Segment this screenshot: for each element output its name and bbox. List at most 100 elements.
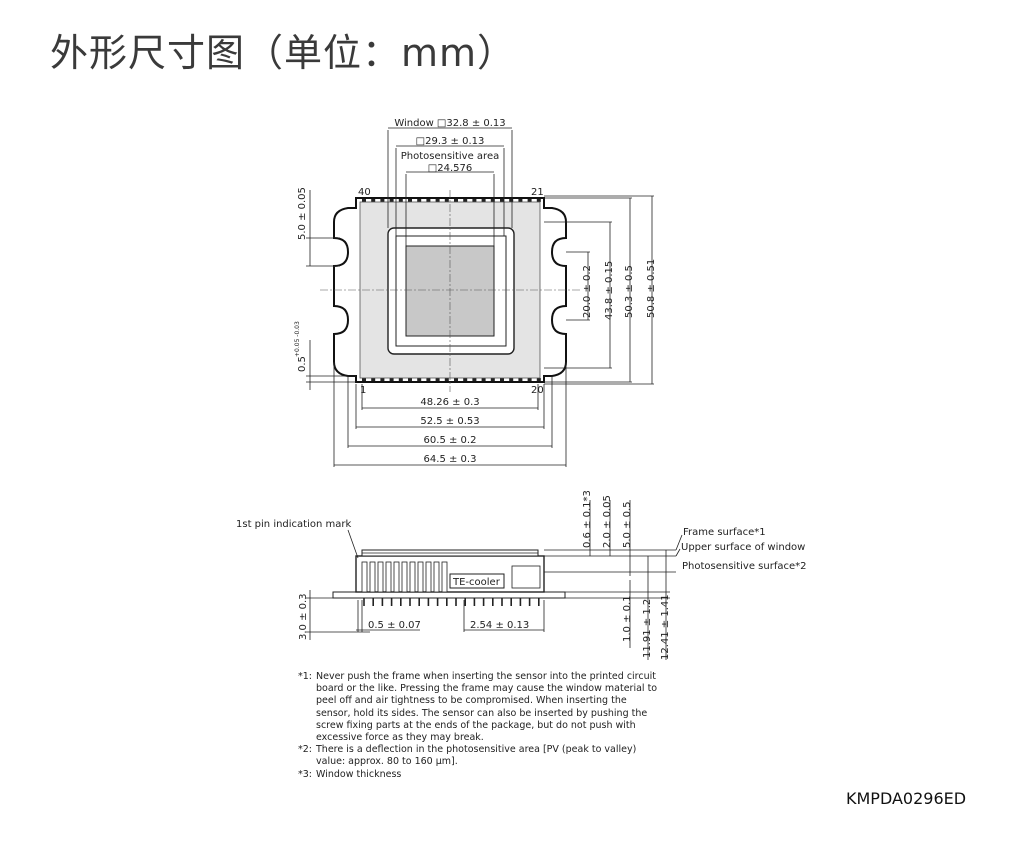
- fin: [385, 561, 392, 593]
- pin-bottom: [389, 378, 394, 381]
- pin-top: [398, 199, 403, 202]
- fin: [409, 561, 416, 593]
- pin-bottom: [509, 378, 514, 381]
- page-title: 外形尺寸图（单位：mm）: [50, 31, 517, 75]
- pin-bottom: [463, 378, 468, 381]
- pin-20-label: 20: [531, 385, 544, 396]
- note-2-mark: *2:: [298, 744, 312, 756]
- pin-top: [371, 199, 376, 202]
- dim-60: 60.5 ± 0.2: [424, 435, 477, 446]
- note-1: *1: Never push the frame when inserting …: [298, 671, 658, 744]
- pin-bottom: [481, 378, 486, 381]
- pin-bottom: [426, 378, 431, 381]
- pin-top: [509, 199, 514, 202]
- frame-surface-label: Frame surface*1: [683, 527, 766, 538]
- dim-254: 2.54 ± 0.13: [470, 620, 529, 631]
- pin-top: [362, 199, 366, 202]
- fin: [433, 561, 440, 593]
- note-1-mark: *1:: [298, 671, 312, 682]
- fin: [425, 561, 432, 593]
- cooling-fins: [361, 561, 448, 593]
- fin: [361, 561, 368, 593]
- pin-40-label: 40: [358, 187, 371, 198]
- inner-dimension: □29.3 ± 0.13: [416, 136, 485, 147]
- fin: [393, 561, 400, 593]
- note-2: *2: There is a deflection in the photose…: [298, 744, 658, 768]
- dim-left-top: 5.0 ± 0.05: [297, 187, 308, 240]
- pin-bottom: [371, 378, 376, 381]
- side-view: TE-cooler 1st pin indication mark 0.6 ± …: [236, 490, 806, 660]
- pin-bottom: [527, 378, 532, 381]
- dim-3: 3.0 ± 0.3: [298, 593, 309, 640]
- pin-bottom: [490, 378, 495, 381]
- first-pin-mark-label: 1st pin indication mark: [236, 519, 351, 530]
- pin-top: [444, 199, 449, 202]
- base-plate: [332, 591, 566, 599]
- dim-50-8: 50.8 ± 0.51: [646, 259, 657, 318]
- top-view: Window □32.8 ± 0.13 □29.3 ± 0.13 Photose…: [294, 118, 657, 467]
- pin-top: [417, 199, 422, 202]
- upper-surface-label: Upper surface of window: [681, 542, 805, 553]
- pin-top: [408, 199, 412, 202]
- note-1-text: Never push the frame when inserting the …: [316, 671, 658, 744]
- note-3-mark: *3:: [298, 768, 312, 780]
- pin-bottom: [444, 378, 449, 381]
- dim-1191: 11.91 ± 1.2: [642, 599, 653, 658]
- dim-06: 0.6 ± 0.1*3: [582, 490, 593, 548]
- pin-bottom: [536, 378, 541, 381]
- fin: [377, 561, 384, 593]
- photosensitive-size: □24.576: [428, 163, 472, 174]
- pin-top: [481, 199, 486, 202]
- dim-05: 0.5 ± 0.07: [368, 620, 421, 631]
- side-pins: [363, 598, 540, 606]
- fin: [417, 561, 424, 593]
- notes: *1: Never push the frame when inserting …: [298, 671, 658, 781]
- pin-top: [454, 199, 458, 202]
- dim-48: 48.26 ± 0.3: [420, 397, 479, 408]
- te-cooler-label: TE-cooler: [452, 577, 501, 588]
- pin-top: [500, 199, 504, 202]
- pin-bottom: [380, 378, 385, 381]
- pin-top: [527, 199, 532, 202]
- window-dimension: Window □32.8 ± 0.13: [394, 118, 505, 129]
- pin-bottom: [454, 378, 458, 381]
- photosensitive-label: Photosensitive area: [401, 151, 499, 162]
- inner-window: [395, 235, 507, 347]
- drawing-code: KMPDA0296ED: [846, 789, 967, 808]
- pin-bottom: [417, 378, 422, 381]
- pin-top: [380, 199, 385, 202]
- dim-50-3: 50.3 ± 0.5: [624, 265, 635, 318]
- pin-top: [426, 199, 431, 202]
- photosensitive-surface-label: Photosensitive surface*2: [682, 561, 806, 572]
- pin-bottom: [398, 378, 403, 381]
- dim-52: 52.5 ± 0.53: [420, 416, 479, 427]
- note-3: *3: Window thickness: [298, 769, 658, 781]
- pin-bottom: [435, 378, 440, 381]
- pin-top: [463, 199, 468, 202]
- pin-row-top: [362, 199, 541, 202]
- dim-20: 20.0 ± 0.2: [582, 265, 593, 318]
- dim-1241: 12.41 ± 1.41: [660, 594, 671, 660]
- dim-5: 5.0 ± 0.5: [622, 501, 633, 548]
- dim-2: 2.0 ± 0.05: [602, 495, 613, 548]
- pin-bottom: [362, 378, 366, 381]
- fin: [369, 561, 376, 593]
- pin-1-label: 1: [360, 385, 366, 396]
- pin-bottom: [408, 378, 412, 381]
- pin-top: [435, 199, 440, 202]
- pin-top: [518, 199, 523, 202]
- pin-21-label: 21: [531, 187, 544, 198]
- pin-bottom: [518, 378, 523, 381]
- dim-43: 43.8 ± 0.15: [604, 261, 615, 320]
- note-3-text: Window thickness: [316, 768, 402, 780]
- pin-top: [389, 199, 394, 202]
- pin-top: [536, 199, 541, 202]
- pin-bottom: [500, 378, 504, 381]
- fin: [401, 561, 408, 593]
- pin-top: [472, 199, 477, 202]
- dim-1: 1.0 ± 0.1: [622, 595, 633, 642]
- note-2-text: There is a deflection in the photosensit…: [316, 744, 637, 768]
- pin-bottom: [472, 378, 477, 381]
- dim-left-bottom: 0.5: [297, 356, 308, 372]
